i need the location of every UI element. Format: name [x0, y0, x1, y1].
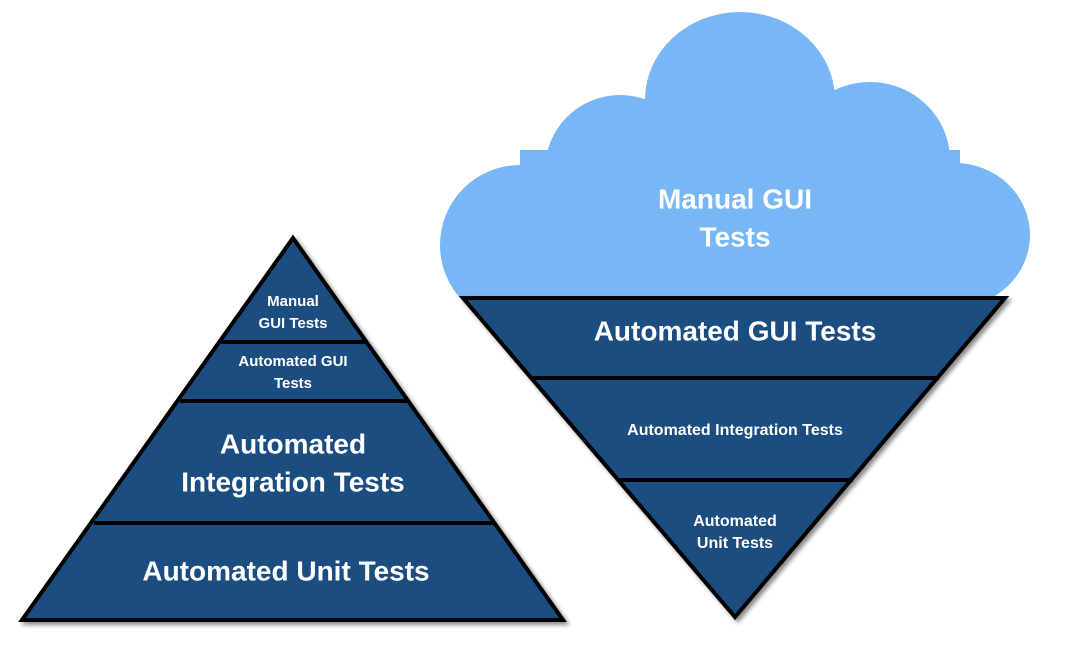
inverted-layer-unit: Automated — [693, 513, 777, 530]
pyramid-layer-unit: Automated Unit Tests — [142, 555, 429, 586]
pyramid-layer-integration: Integration Tests — [181, 466, 405, 497]
pyramid-layer-automated-gui: Tests — [274, 375, 312, 392]
inverted-layer-integration: Automated Integration Tests — [627, 422, 843, 439]
cloud-shape — [440, 12, 1030, 300]
inverted-layer-automated-gui: Automated GUI Tests — [594, 315, 877, 346]
pyramid-layer-automated-gui: Automated GUI — [238, 353, 347, 370]
cloud-label-line1: Manual GUI — [658, 183, 812, 214]
pyramid-layer-integration: Automated — [220, 428, 366, 459]
pyramid-layer-manual-gui: Manual — [267, 293, 319, 310]
inverted-layer-unit: Unit Tests — [697, 535, 773, 552]
pyramid-layer-manual-gui: GUI Tests — [259, 315, 328, 332]
cloud-label-line2: Tests — [699, 221, 770, 252]
